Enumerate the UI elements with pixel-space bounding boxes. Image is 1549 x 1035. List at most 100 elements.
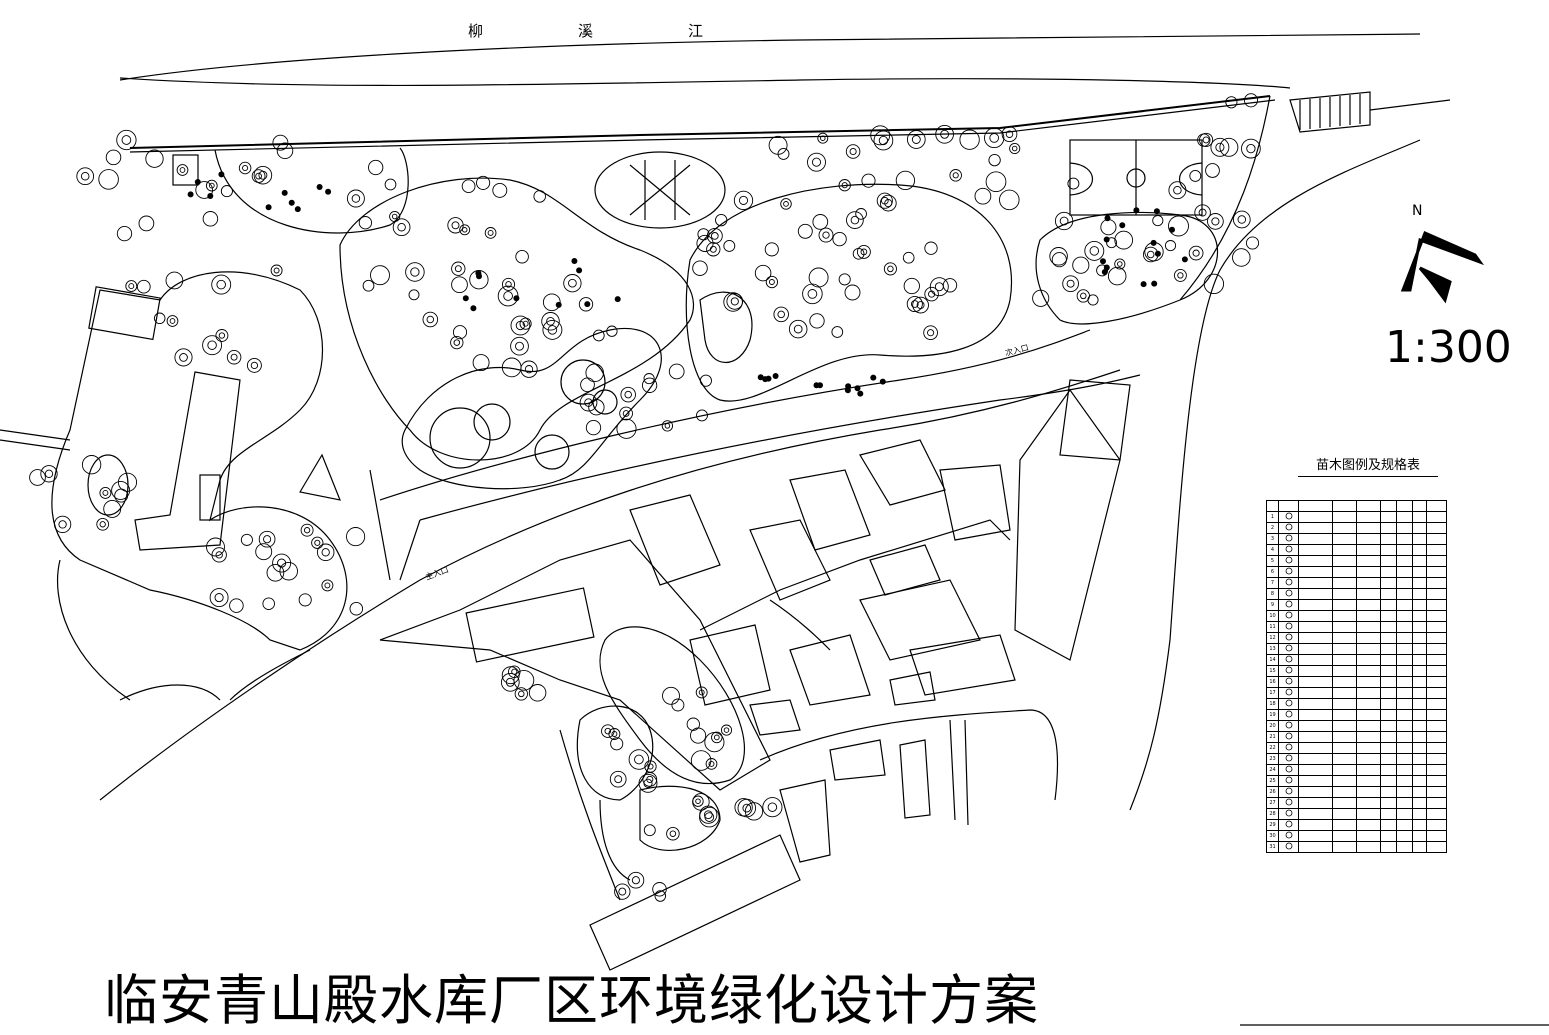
shrub-symbol (1151, 280, 1158, 287)
tree-symbol-core (1198, 208, 1207, 217)
tree-symbol-core (584, 398, 593, 407)
tree-symbol (706, 227, 723, 244)
river-label-1: 柳 (468, 22, 486, 40)
tree-symbol-core (940, 129, 950, 139)
tree-symbol-core (263, 535, 272, 544)
legend-symbol-icon (1278, 719, 1299, 732)
legend-header-row (1266, 500, 1447, 512)
tree-symbol (609, 770, 627, 788)
tree-symbol (98, 169, 119, 190)
tree-symbol (690, 727, 707, 744)
tree-symbol (628, 749, 650, 770)
tree-symbol (924, 286, 939, 302)
river-label-2: 溪 (578, 22, 596, 40)
tree-symbol (1197, 133, 1211, 147)
tree-symbol (138, 215, 155, 232)
tree-symbol (262, 597, 275, 610)
tree-symbol-core (989, 133, 1000, 143)
south-building-long (589, 834, 801, 971)
tree-symbol (1241, 138, 1261, 159)
tree-symbol (666, 826, 680, 841)
legend-row: 11 (1266, 620, 1447, 633)
tree-symbol-core (208, 182, 215, 189)
tree-symbol (1032, 289, 1050, 307)
legend-row: 19 (1266, 708, 1447, 721)
tree-symbol (585, 363, 604, 383)
legend-row-number: 23 (1266, 752, 1279, 765)
shrub-symbol (207, 193, 214, 199)
tree-symbol (515, 249, 529, 264)
shrub-symbol (1150, 239, 1157, 246)
tree-symbol-core (807, 289, 818, 299)
tree-symbol-core (1177, 272, 1184, 279)
legend-symbol-icon (1278, 510, 1299, 523)
tree-symbol (520, 360, 538, 378)
tree-symbol (704, 732, 725, 753)
legend-symbol-icon (1278, 840, 1299, 853)
tree-symbol (846, 211, 864, 229)
shrub-symbol (614, 296, 621, 303)
legend-symbol-icon (1278, 829, 1299, 842)
tree-symbol (1210, 137, 1230, 157)
legend-row: 20 (1266, 719, 1447, 732)
legend-row: 29 (1266, 818, 1447, 831)
tree-symbol-core (215, 551, 223, 559)
shrub-symbol (576, 267, 583, 274)
tree-symbol (662, 686, 680, 705)
shrub-symbol (513, 295, 520, 302)
tree-symbol (578, 297, 594, 312)
tree-symbol (912, 296, 929, 314)
legend-row-number: 14 (1266, 653, 1279, 666)
tree-symbol-core (451, 221, 460, 230)
legend-row: 25 (1266, 774, 1447, 787)
tree-symbol-core (811, 157, 822, 167)
tree-symbol-core (1215, 142, 1225, 152)
tree-symbol (876, 192, 893, 209)
tree-symbol-core (511, 668, 518, 675)
shrub-symbol (1169, 226, 1175, 233)
tree-symbol (272, 553, 292, 573)
legend-symbol-icon (1278, 642, 1299, 655)
shrub-symbol (1181, 256, 1188, 263)
tree-symbol-core (887, 265, 894, 273)
tree-symbol (671, 698, 685, 712)
tree-symbol (765, 275, 779, 289)
tree-symbol-core (928, 290, 936, 298)
legend-symbol-icon (1278, 565, 1299, 578)
tree-symbol (723, 239, 736, 252)
legend-row-number: 30 (1266, 829, 1279, 842)
tree-symbol-core (704, 812, 715, 822)
tree-symbol (773, 306, 789, 323)
tree-symbol-core (952, 172, 959, 179)
tree-symbol (459, 224, 471, 236)
legend-symbol-icon (1278, 631, 1299, 644)
tree-symbol-core (723, 727, 730, 733)
tree-symbol-core (767, 802, 778, 812)
tree-symbol-core (321, 548, 330, 557)
tree-symbol (619, 406, 633, 421)
tree-symbol-core (1066, 279, 1075, 288)
tree-symbol-core (218, 332, 226, 339)
tree-symbol (754, 264, 772, 282)
tree-symbol-core (738, 195, 749, 205)
tree-symbol (855, 208, 867, 220)
tree-symbol (627, 871, 645, 889)
tree-symbol (1001, 126, 1018, 143)
tree-symbol (985, 171, 1007, 193)
tree-symbol (844, 284, 861, 301)
legend-row: 13 (1266, 642, 1447, 655)
tree-symbol (542, 293, 561, 312)
tree-symbol (1232, 210, 1251, 229)
shrub-symbol (879, 378, 886, 385)
tree-symbol (902, 251, 915, 264)
tree-symbol (215, 329, 229, 342)
tree-symbol (1087, 294, 1099, 306)
tree-symbol-core (614, 775, 623, 784)
tree-symbol-core (214, 593, 224, 603)
tree-symbol (202, 211, 219, 227)
tree-symbol (276, 142, 294, 160)
tree-symbol (300, 523, 314, 537)
tree-symbol (802, 283, 823, 305)
tree-symbol (895, 170, 916, 191)
